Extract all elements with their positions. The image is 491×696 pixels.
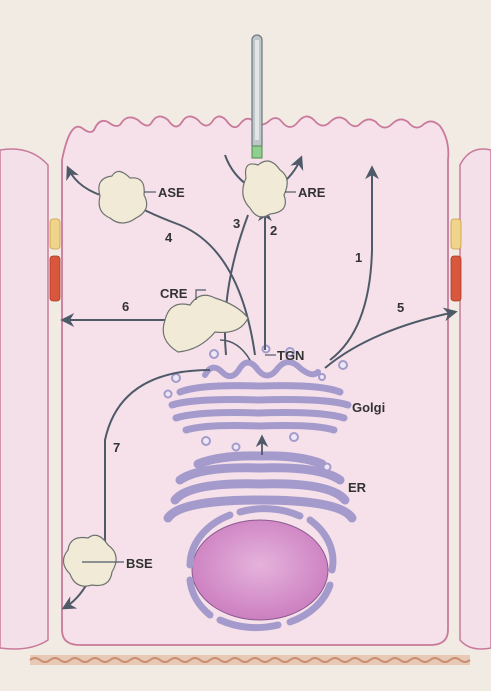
route-1-number: 1 — [355, 250, 362, 265]
tgn-label: TGN — [277, 348, 304, 363]
golgi-label: Golgi — [352, 400, 385, 415]
cre-label: CRE — [160, 286, 188, 301]
bse-label: BSE — [126, 556, 153, 571]
route-3-number: 3 — [233, 216, 240, 231]
cilium-base — [252, 146, 262, 158]
ase-label: ASE — [158, 185, 185, 200]
nucleus — [192, 520, 328, 620]
route-5-number: 5 — [397, 300, 404, 315]
junction-yellow-right — [451, 219, 461, 249]
route-4-number: 4 — [165, 230, 173, 245]
right-neighbour-cell — [460, 149, 491, 649]
route-2-number: 2 — [270, 223, 277, 238]
junction-red-right — [451, 256, 461, 301]
junction-yellow-left — [50, 219, 60, 249]
ase-endosome — [99, 171, 147, 223]
are-label: ARE — [298, 185, 326, 200]
route-7-number: 7 — [113, 440, 120, 455]
route-6-number: 6 — [122, 299, 129, 314]
left-neighbour-cell — [0, 149, 48, 649]
er-label: ER — [348, 480, 367, 495]
cilium-core — [255, 40, 259, 140]
junction-red-left — [50, 256, 60, 301]
